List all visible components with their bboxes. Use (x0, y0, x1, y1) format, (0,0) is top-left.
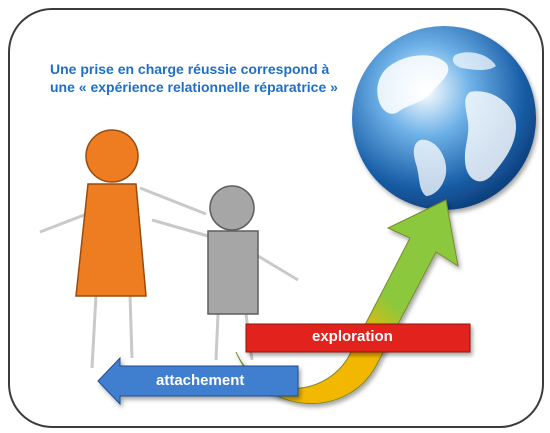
exploration-label: exploration (312, 328, 393, 345)
exploration-bar (245, 323, 471, 353)
title-text: Une prise en charge réussie correspond à… (50, 60, 380, 96)
title-line-2: une « expérience relationnelle réparatri… (50, 79, 338, 95)
attachment-arrow (97, 356, 299, 406)
globe-icon (352, 26, 536, 210)
attachment-label: attachement (156, 372, 245, 389)
title-line-1: Une prise en charge réussie correspond à (50, 61, 330, 77)
adult-figure-icon (39, 129, 207, 369)
